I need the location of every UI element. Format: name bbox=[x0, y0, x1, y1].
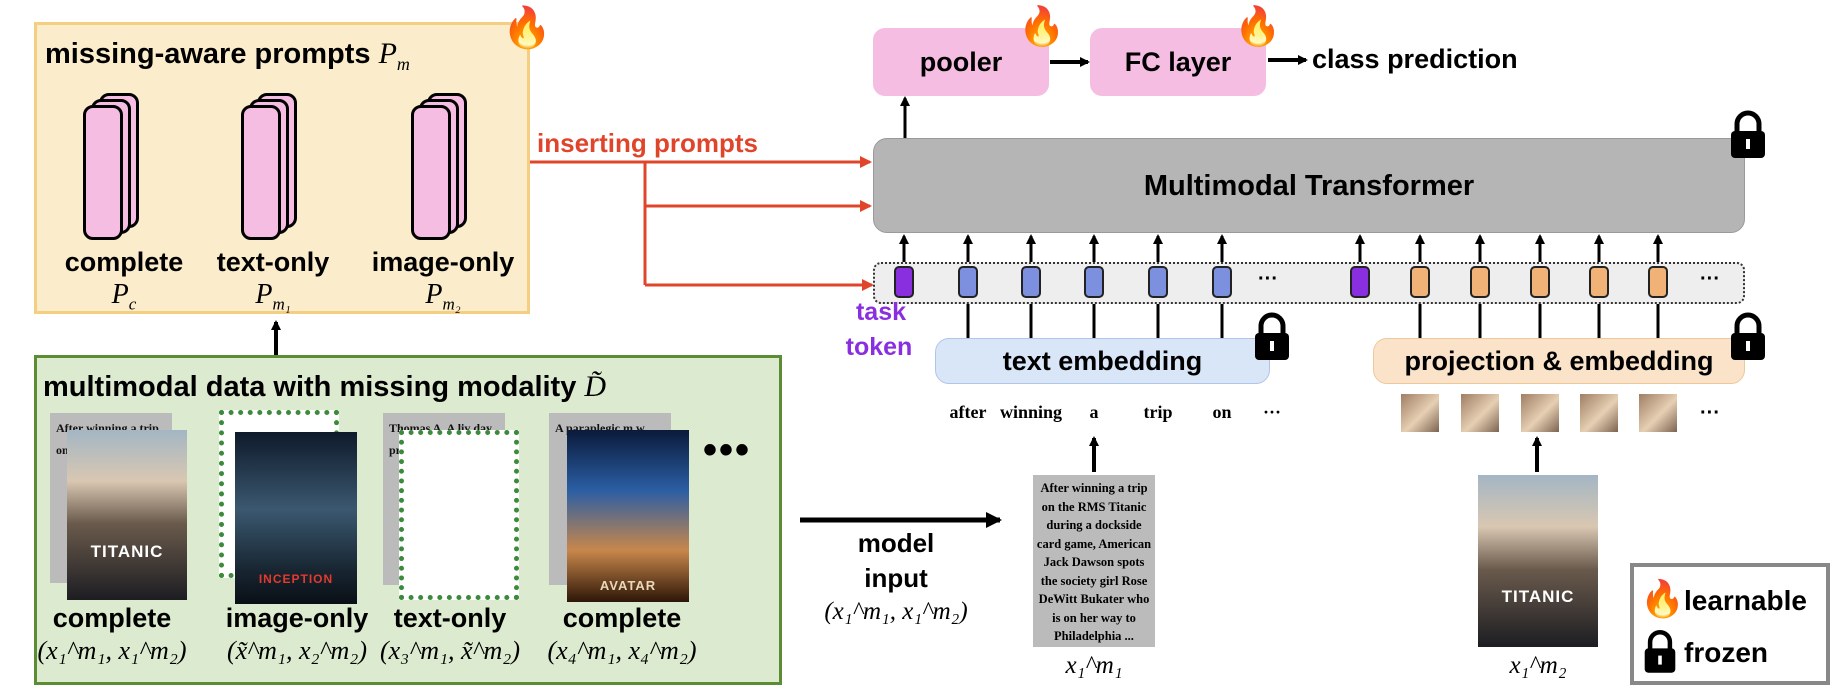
token-to-transformer-arrows bbox=[899, 234, 1663, 264]
token-sequence-strip bbox=[873, 262, 1745, 304]
more-samples-ellipsis: ••• bbox=[703, 428, 752, 472]
legend-box: 🔥 learnable frozen bbox=[1630, 563, 1830, 685]
image-patch-thumbnail bbox=[1401, 394, 1439, 432]
sample1-poster-image: TITANIC bbox=[67, 430, 187, 600]
text-token-ellipsis: ··· bbox=[1258, 268, 1278, 290]
flame-icon-prompts: 🔥 bbox=[502, 6, 552, 50]
image-token bbox=[1410, 266, 1430, 298]
inserting-prompts-label: inserting prompts bbox=[537, 128, 759, 158]
prompt-symbol-text-only: Pm₁ bbox=[255, 279, 291, 314]
legend-frozen-label: frozen bbox=[1684, 637, 1768, 668]
flame-icon-legend: 🔥 bbox=[1640, 578, 1685, 619]
data-panel: multimodal data with missing modality D̃… bbox=[34, 355, 782, 685]
image-token bbox=[1589, 266, 1609, 298]
sample4-symbol: (x₄^m₁, x₄^m₂) bbox=[547, 636, 697, 665]
multimodal-transformer-box: Multimodal Transformer bbox=[873, 138, 1745, 233]
text-token bbox=[958, 266, 978, 298]
input-word-ellipsis: ··· bbox=[1262, 402, 1281, 422]
model-input-label-line1: model bbox=[857, 528, 935, 558]
fc-layer-box: FC layer bbox=[1090, 28, 1266, 96]
image-token bbox=[1530, 266, 1550, 298]
task-token-label-line1: task bbox=[855, 298, 907, 326]
lock-icon-legend bbox=[1644, 629, 1676, 673]
text-input-symbol: x₁^m₁ bbox=[1065, 652, 1123, 679]
model-input-label-line2: input bbox=[864, 563, 928, 593]
lock-icon-text-embedding bbox=[1255, 312, 1289, 360]
image-token bbox=[1648, 266, 1668, 298]
input-word: winning bbox=[999, 402, 1063, 422]
task-token-text bbox=[894, 266, 914, 298]
class-prediction-label: class prediction bbox=[1312, 44, 1518, 74]
sample3-symbol: (x₃^m₁, x̃^m₂) bbox=[379, 636, 520, 665]
text-token bbox=[1021, 266, 1041, 298]
image-patch-thumbnail bbox=[1639, 394, 1677, 432]
data-panel-title: multimodal data with missing modality D̃ bbox=[43, 370, 607, 403]
sample3-missing-image bbox=[399, 430, 519, 600]
projection-embedding-box: projection & embedding bbox=[1373, 338, 1745, 384]
pooler-box: pooler bbox=[873, 28, 1049, 96]
prompt-symbol-complete: Pc bbox=[111, 279, 137, 314]
image-token-ellipsis: ··· bbox=[1700, 268, 1720, 290]
flame-icon-fc-layer: 🔥 bbox=[1234, 6, 1282, 48]
prompt-symbol-image-only: Pm₂ bbox=[425, 279, 461, 314]
text-input-document: After winning a trip on the RMS Titanic … bbox=[1033, 475, 1155, 647]
prompt-label-complete: complete bbox=[64, 247, 184, 277]
text-embedding-box: text embedding bbox=[935, 338, 1270, 384]
image-input-symbol: x₁^m₂ bbox=[1509, 652, 1567, 679]
image-patch-thumbnail bbox=[1461, 394, 1499, 432]
prompt-stack-image-only bbox=[403, 93, 473, 243]
sample2-label: image-only bbox=[225, 603, 369, 633]
sample1-label: complete bbox=[52, 603, 172, 633]
prompt-label-text-only: text-only bbox=[216, 247, 330, 277]
flame-icon-pooler: 🔥 bbox=[1018, 6, 1066, 48]
prompts-panel-title: missing-aware prompts Pm bbox=[45, 37, 410, 74]
prompts-panel: missing-aware prompts Pm complete text-o… bbox=[34, 22, 530, 314]
sample4-poster-image: AVATAR bbox=[567, 430, 689, 602]
sample4-label: complete bbox=[562, 603, 682, 633]
inserting-prompts-arrows bbox=[530, 156, 874, 291]
lock-icon-projection bbox=[1731, 312, 1765, 360]
image-token bbox=[1470, 266, 1490, 298]
sample2-symbol: (x̃^m₁, x₂^m₂) bbox=[226, 636, 367, 665]
task-token-label-line2: token bbox=[845, 333, 913, 361]
prompts-title-symbol: Pm bbox=[378, 37, 410, 74]
input-word: on bbox=[1212, 402, 1232, 422]
prompt-label-image-only: image-only bbox=[371, 247, 515, 277]
embedding-to-token-arrows bbox=[966, 298, 1660, 338]
text-token bbox=[1148, 266, 1168, 298]
legend-learnable-label: learnable bbox=[1684, 585, 1807, 616]
image-patch-ellipsis: ··· bbox=[1700, 402, 1720, 424]
input-word: a bbox=[1089, 402, 1099, 422]
input-word: trip bbox=[1143, 402, 1173, 422]
task-token-image bbox=[1350, 266, 1370, 298]
lock-icon-transformer bbox=[1731, 110, 1765, 158]
sample3-label: text-only bbox=[393, 603, 507, 633]
image-input-poster: TITANIC bbox=[1478, 475, 1598, 647]
sample1-symbol: (x₁^m₁, x₁^m₂) bbox=[37, 636, 187, 665]
prompt-stack-text-only bbox=[233, 93, 303, 243]
data-title-symbol: D̃ bbox=[584, 370, 607, 403]
text-token bbox=[1084, 266, 1104, 298]
model-input-symbol: (x₁^m₁, x₁^m₂) bbox=[824, 598, 968, 625]
prompt-stack-complete bbox=[75, 93, 145, 243]
input-word: after bbox=[949, 402, 987, 422]
image-patch-thumbnail bbox=[1580, 394, 1618, 432]
sample2-poster-image: INCEPTION bbox=[235, 432, 357, 604]
text-token bbox=[1212, 266, 1232, 298]
image-patch-thumbnail bbox=[1521, 394, 1559, 432]
